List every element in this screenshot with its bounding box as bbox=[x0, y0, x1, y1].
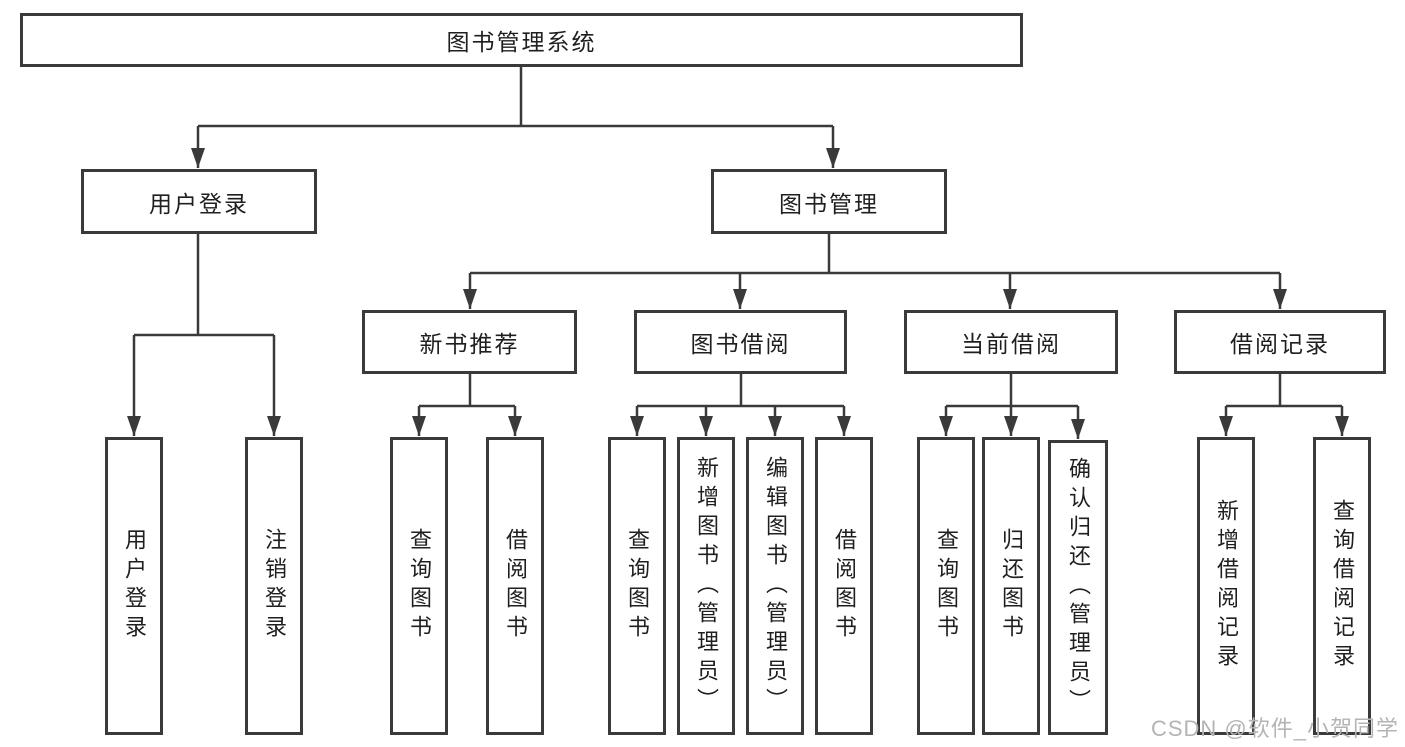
wire-borrowing-group bbox=[637, 374, 844, 408]
wire-recommend-group bbox=[419, 374, 515, 408]
node-add-book-admin-label: 新增图书（管理员） bbox=[694, 455, 719, 717]
node-return-books-label: 归还图书 bbox=[999, 528, 1024, 644]
node-edit-book-admin: 编辑图书（管理员） bbox=[746, 437, 804, 735]
node-borrowing-query-books-label: 查询图书 bbox=[625, 528, 650, 644]
node-add-borrow-record: 新增借阅记录 bbox=[1197, 437, 1255, 735]
node-current-query-books-label: 查询图书 bbox=[934, 528, 959, 644]
node-return-books: 归还图书 bbox=[982, 437, 1040, 735]
node-user-login-label: 用户登录 bbox=[122, 528, 147, 644]
node-current-borrowing: 当前借阅 bbox=[904, 310, 1118, 374]
node-logout-label: 注销登录 bbox=[262, 528, 287, 644]
node-borrowing-borrow-books-label: 借阅图书 bbox=[832, 528, 857, 644]
node-borrowing-records: 借阅记录 bbox=[1174, 310, 1386, 374]
node-book-borrowing-label: 图书借阅 bbox=[690, 331, 791, 357]
node-user-login-group: 用户登录 bbox=[81, 169, 317, 234]
node-recommend-query-books: 查询图书 bbox=[390, 437, 448, 735]
watermark: CSDN @软件_小贺同学 bbox=[1150, 716, 1399, 741]
node-book-borrowing: 图书借阅 bbox=[634, 310, 847, 374]
node-root: 图书管理系统 bbox=[20, 13, 1023, 67]
node-recommend-query-books-label: 查询图书 bbox=[407, 528, 432, 644]
node-add-book-admin: 新增图书（管理员） bbox=[677, 437, 735, 735]
node-book-management: 图书管理 bbox=[711, 169, 947, 234]
node-edit-book-admin-label: 编辑图书（管理员） bbox=[763, 455, 788, 717]
node-book-management-label: 图书管理 bbox=[779, 190, 879, 217]
node-current-query-books: 查询图书 bbox=[917, 437, 975, 735]
wire-user-group bbox=[134, 234, 274, 337]
node-confirm-return-admin-label: 确认归还（管理员） bbox=[1066, 457, 1091, 718]
node-current-borrowing-label: 当前借阅 bbox=[961, 331, 1061, 357]
node-recommend-borrow-books: 借阅图书 bbox=[486, 437, 544, 735]
node-logout: 注销登录 bbox=[245, 437, 303, 735]
wire-root bbox=[198, 66, 833, 128]
node-confirm-return-admin: 确认归还（管理员） bbox=[1048, 440, 1108, 735]
wire-records-group bbox=[1226, 374, 1342, 408]
node-borrowing-borrow-books: 借阅图书 bbox=[815, 437, 873, 735]
node-add-borrow-record-label: 新增借阅记录 bbox=[1214, 499, 1239, 673]
node-query-borrow-record-label: 查询借阅记录 bbox=[1330, 499, 1355, 673]
wire-book-mgmt bbox=[470, 234, 1280, 275]
node-borrowing-query-books: 查询图书 bbox=[608, 437, 666, 735]
node-recommend-borrow-books-label: 借阅图书 bbox=[503, 528, 528, 644]
wire-current-group bbox=[946, 374, 1078, 408]
node-new-book-recommend: 新书推荐 bbox=[362, 310, 577, 374]
node-root-label: 图书管理系统 bbox=[446, 29, 597, 55]
node-borrowing-records-label: 借阅记录 bbox=[1230, 331, 1330, 357]
node-user-login-group-label: 用户登录 bbox=[149, 190, 249, 217]
node-user-login: 用户登录 bbox=[105, 437, 163, 735]
node-query-borrow-record: 查询借阅记录 bbox=[1313, 437, 1371, 735]
node-new-book-recommend-label: 新书推荐 bbox=[419, 331, 520, 357]
